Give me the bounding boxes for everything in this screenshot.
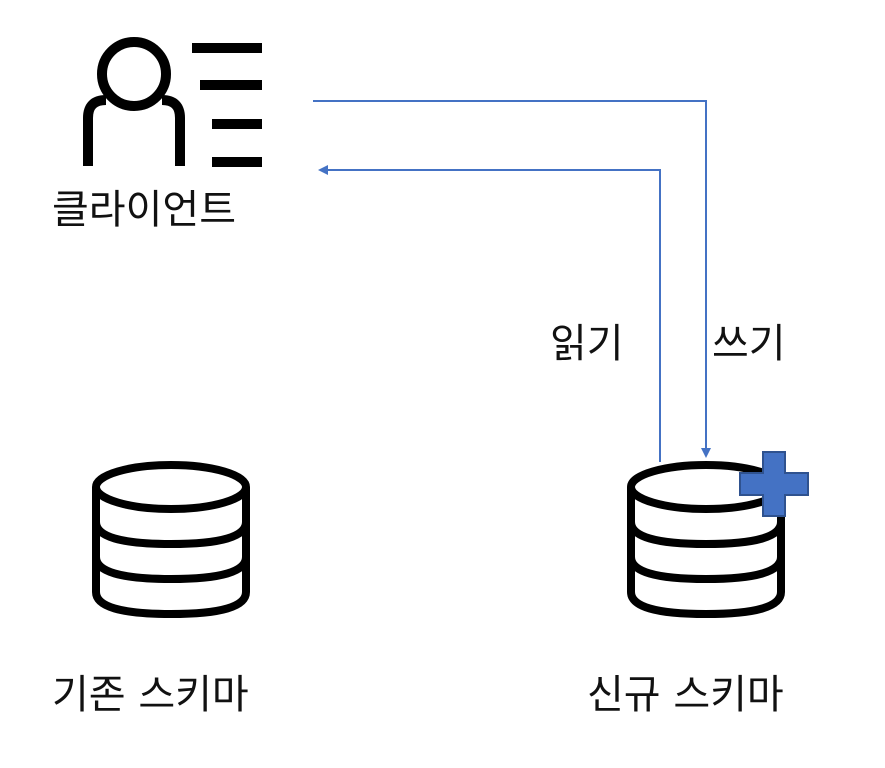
client-label: 클라이언트 xyxy=(52,187,236,233)
user-list-icon xyxy=(83,37,262,167)
database-icon xyxy=(92,461,250,619)
read-flow-label: 읽기 xyxy=(550,321,624,367)
new-schema-label: 신규 스키마 xyxy=(587,672,784,718)
plus-icon xyxy=(739,451,809,517)
write-arrow xyxy=(313,100,711,458)
write-flow-label: 쓰기 xyxy=(712,321,786,367)
read-arrow xyxy=(318,165,661,462)
old-schema-label: 기존 스키마 xyxy=(52,672,249,718)
